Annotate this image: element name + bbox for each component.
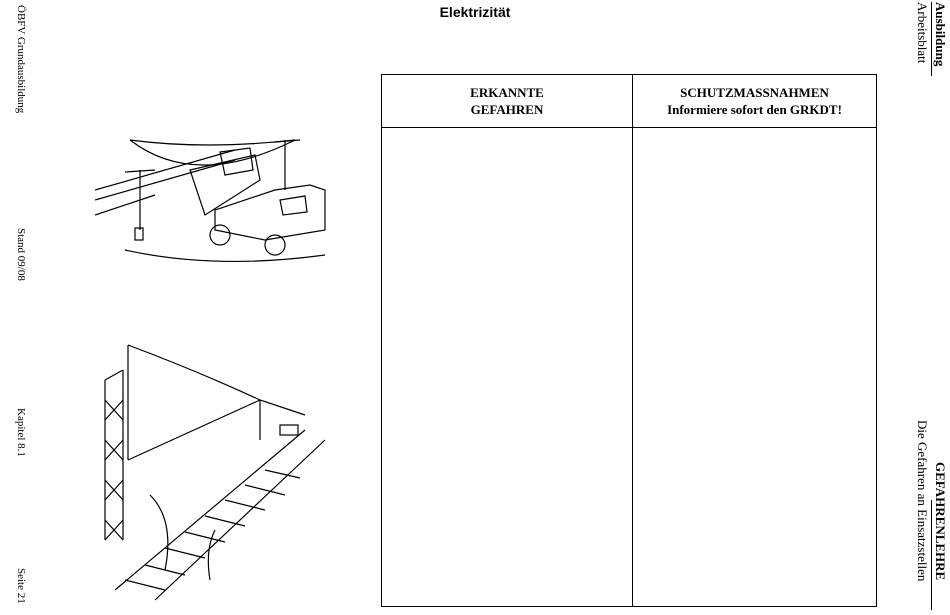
- measures-answer-cell[interactable]: [632, 127, 877, 607]
- hazard-worksheet-table: ERKANNTE GEFAHREN SCHUTZMASSNAHMEN Infor…: [381, 74, 877, 607]
- header-section: Ausbildung: [933, 2, 948, 67]
- col1-heading-line2: GEFAHREN: [470, 102, 544, 117]
- header-topic: Die Gefahren an Einsatzstellen: [915, 420, 930, 582]
- footer-stand: Stand 09/08: [15, 228, 27, 281]
- col-header-hazards: ERKANNTE GEFAHREN: [381, 74, 633, 128]
- col2-heading-line2: Informiere sofort den GRKDT!: [667, 102, 842, 117]
- col-header-measures: SCHUTZMASSNAHMEN Informiere sofort den G…: [632, 74, 877, 128]
- footer-kapitel: Kapitel 8.1: [15, 408, 27, 457]
- header-divider: [931, 500, 932, 610]
- col2-heading-line1: SCHUTZMASSNAHMEN: [680, 85, 829, 100]
- header-subject: GEFAHRENLEHRE: [933, 462, 948, 581]
- footer-org: ÖBFV Grundausbildung: [15, 5, 27, 114]
- truck-power-line-illustration: [95, 139, 326, 262]
- footer-page-number: Seite 21: [15, 568, 27, 604]
- railway-overhead-line-illustration: [104, 344, 326, 601]
- hazards-answer-cell[interactable]: [381, 127, 633, 607]
- header-type: Arbeitsblatt: [915, 2, 930, 64]
- col1-heading-line1: ERKANNTE: [470, 85, 544, 100]
- page-title: Elektrizität: [439, 4, 511, 20]
- header-divider: [931, 2, 932, 76]
